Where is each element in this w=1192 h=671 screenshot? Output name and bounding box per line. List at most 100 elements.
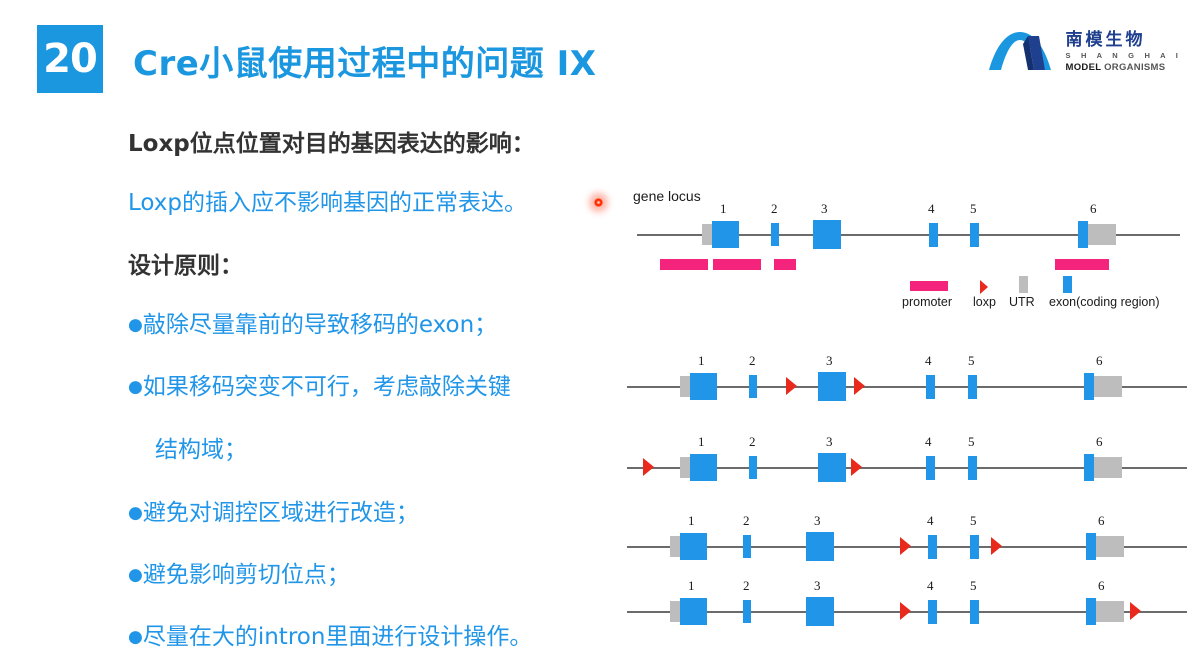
bullet-marker: ● xyxy=(128,315,143,335)
exon-number-6: 6 xyxy=(1098,513,1105,528)
promoter-bar-icon xyxy=(910,281,948,291)
bullet-label: 避免影响剪切位点； xyxy=(142,562,350,588)
utr-box-exon6 xyxy=(1096,536,1124,557)
gene-axis-line xyxy=(627,386,1187,388)
exon-box-5 xyxy=(970,223,979,247)
promoter-bar-4 xyxy=(1055,259,1109,270)
exon-number-3: 3 xyxy=(814,578,821,593)
content-heading: Loxp位点位置对目的基因表达的影响： xyxy=(128,131,535,157)
exon-box-5 xyxy=(968,456,977,480)
utr-box-exon1 xyxy=(670,536,680,557)
loxp-triangle-right-exon3 xyxy=(854,377,865,395)
strategy-row-1-diagram: 1 2 3 4 5 6 xyxy=(625,352,1192,407)
bullet-item-4: ●避免影响剪切位点； xyxy=(128,555,350,589)
exon-box-4 xyxy=(928,600,937,624)
exon-number-1: 1 xyxy=(688,578,695,593)
exon-number-1: 1 xyxy=(720,201,727,216)
loxp-triangle-left-exon3 xyxy=(786,377,797,395)
exon-box-5 xyxy=(970,535,979,559)
exon-number-3: 3 xyxy=(826,353,833,368)
bullet-marker: ● xyxy=(128,627,143,647)
gene-axis-line xyxy=(627,467,1187,469)
exon-number-5: 5 xyxy=(970,201,977,216)
utr-box-exon1 xyxy=(680,376,690,397)
loxp-triangle-right-exon3 xyxy=(851,458,862,476)
exon-box-1 xyxy=(690,454,717,481)
promoter-bar-1 xyxy=(660,259,708,270)
bullet-label: 敲除尽量靠前的导致移码的exon； xyxy=(142,312,498,338)
exon-box-4 xyxy=(926,456,935,480)
exon-box-1 xyxy=(690,373,717,400)
logo-name-en-model-organisms: MODEL ORGANISMS xyxy=(1066,61,1182,73)
exon-number-2: 2 xyxy=(749,353,756,368)
gene-locus-reference-diagram: gene locus 1 2 3 4 5 6 promoter lox xyxy=(625,188,1192,313)
exon-box-1 xyxy=(712,221,739,248)
content-subheading: Loxp的插入应不影响基因的正常表达。 xyxy=(128,190,527,216)
utr-box-exon1 xyxy=(680,457,690,478)
exon-box-3 xyxy=(813,220,841,249)
exon-number-5: 5 xyxy=(968,434,975,449)
utr-box-icon xyxy=(1019,276,1028,293)
exon-number-1: 1 xyxy=(688,513,695,528)
exon-number-6: 6 xyxy=(1090,201,1097,216)
exon-box-6 xyxy=(1086,598,1096,625)
exon-number-6: 6 xyxy=(1096,434,1103,449)
exon-number-2: 2 xyxy=(749,434,756,449)
logo-name-en-shanghai: S H A N G H A I xyxy=(1065,51,1182,60)
exon-box-5 xyxy=(968,375,977,399)
legend-label-utr: UTR xyxy=(1009,295,1035,309)
loxp-triangle-right-exon6 xyxy=(1130,602,1141,620)
diagram-legend: promoter loxp UTR exon(coding region) xyxy=(625,188,1192,313)
bullet-label: 尽量在大的intron里面进行设计操作。 xyxy=(142,624,533,650)
loxp-triangle-left-exon4 xyxy=(900,537,911,555)
utr-box-exon6 xyxy=(1096,601,1124,622)
gene-axis-line xyxy=(637,234,1180,236)
exon-box-6 xyxy=(1086,533,1096,560)
loxp-triangle-icon xyxy=(980,280,988,294)
logo-name-cn: 南模生物 xyxy=(1065,30,1146,50)
exon-number-1: 1 xyxy=(698,434,705,449)
bullet-label: 如果移码突变不可行，考虑敲除关键 xyxy=(142,374,511,400)
bullet-item-1: ●敲除尽量靠前的导致移码的exon； xyxy=(128,305,497,339)
utr-box-exon6 xyxy=(1094,376,1122,397)
exon-box-1 xyxy=(680,598,707,625)
bullet-item-5: ●尽量在大的intron里面进行设计操作。 xyxy=(128,617,532,651)
exon-box-2 xyxy=(749,456,757,479)
bullet-marker: ● xyxy=(128,565,143,585)
loxp-triangle-left-exon4 xyxy=(900,602,911,620)
exon-box-6 xyxy=(1084,454,1094,481)
promoter-bar-3 xyxy=(774,259,796,270)
exon-box-6 xyxy=(1078,221,1088,248)
exon-box-2 xyxy=(749,375,757,398)
exon-box-3 xyxy=(818,372,846,401)
exon-number-3: 3 xyxy=(814,513,821,528)
logo-text-block: 南模生物 S H A N G H A I MODEL ORGANISMS xyxy=(1066,32,1182,72)
exon-box-4 xyxy=(929,223,938,247)
exon-number-2: 2 xyxy=(771,201,778,216)
exon-box-icon xyxy=(1063,276,1072,293)
utr-box-exon1 xyxy=(702,224,712,245)
exon-box-4 xyxy=(928,535,937,559)
exon-number-1: 1 xyxy=(698,353,705,368)
exon-box-6 xyxy=(1084,373,1094,400)
bullet-item-2-cont: 结构域； xyxy=(155,437,247,463)
strategy-row-3-diagram: 1 2 3 4 5 6 xyxy=(625,512,1192,567)
bullet-item-2: ●如果移码突变不可行，考虑敲除关键 xyxy=(128,367,511,401)
logo-word-organisms: ORGANISMS xyxy=(1104,61,1166,73)
bullet-label: 避免对调控区域进行改造； xyxy=(142,500,419,526)
exon-number-3: 3 xyxy=(826,434,833,449)
exon-number-3: 3 xyxy=(821,201,828,216)
exon-box-3 xyxy=(818,453,846,482)
exon-number-5: 5 xyxy=(970,578,977,593)
exon-box-3 xyxy=(806,597,834,626)
strategy-row-4-diagram: 1 2 3 4 5 6 xyxy=(625,577,1192,632)
strategy-row-2-diagram: 1 2 3 4 5 6 xyxy=(625,433,1192,488)
exon-number-4: 4 xyxy=(927,513,934,528)
laser-dot-icon xyxy=(594,198,603,207)
exon-number-2: 2 xyxy=(743,513,750,528)
utr-box-exon1 xyxy=(670,601,680,622)
bullet-marker: ● xyxy=(128,503,143,523)
gene-locus-label: gene locus xyxy=(633,188,701,204)
exon-number-4: 4 xyxy=(927,578,934,593)
